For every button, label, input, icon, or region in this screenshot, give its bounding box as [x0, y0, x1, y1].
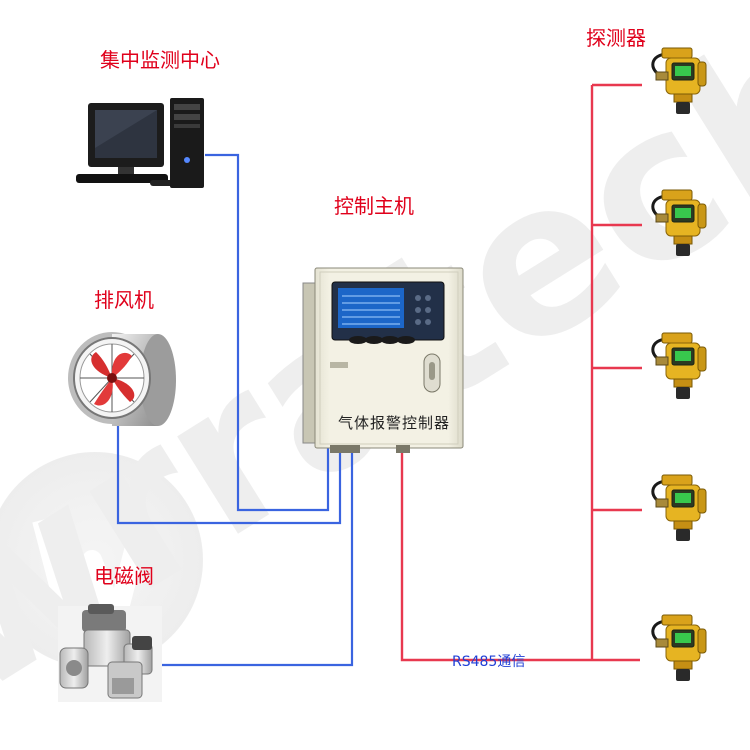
control-host-cabinet — [302, 267, 464, 453]
wire-valve — [162, 445, 354, 667]
wire-fan — [116, 425, 342, 525]
signal-wires — [116, 153, 354, 667]
axial-fan-icon — [68, 332, 176, 426]
label-exhaust-fan: 排风机 — [94, 288, 154, 312]
label-rs485: RS485通信 — [452, 654, 526, 670]
desktop-computer-icon — [76, 98, 204, 188]
label-control-host: 控制主机 — [334, 194, 414, 218]
label-monitoring-center: 集中监测中心 — [100, 48, 220, 72]
label-solenoid-valve: 电磁阀 — [94, 564, 154, 588]
cabinet-panel-title: 气体报警控制器 — [338, 414, 451, 432]
wire-computer — [205, 153, 330, 512]
label-detectors: 探测器 — [586, 26, 646, 50]
rs485-bus — [400, 83, 642, 662]
solenoid-valve-icon — [58, 604, 162, 702]
